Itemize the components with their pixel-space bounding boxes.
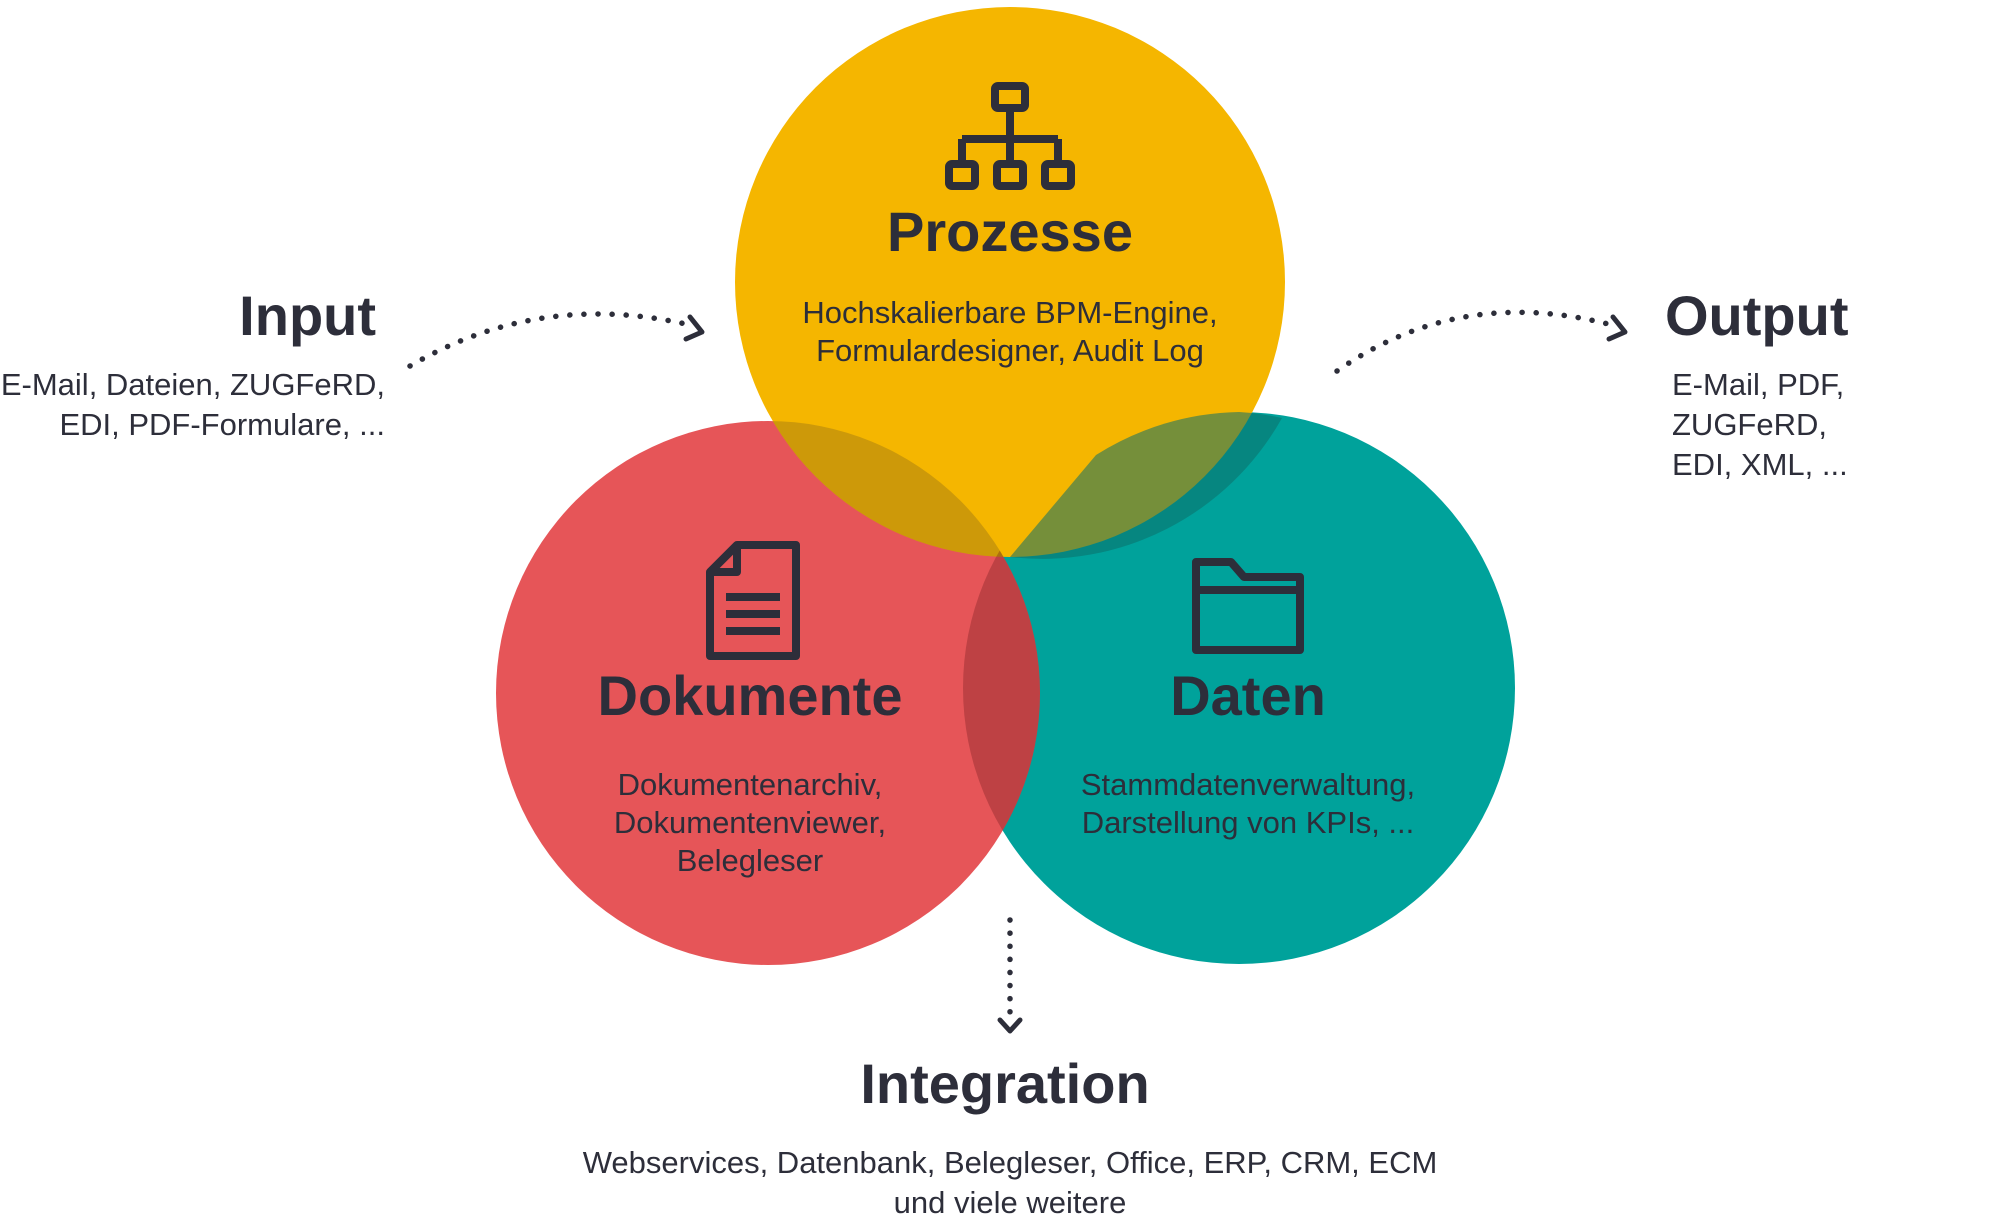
daten-line-1: Stammdatenverwaltung, — [1080, 767, 1416, 802]
prozesse-title: Prozesse — [887, 200, 1133, 263]
output-line-2: EDI, XML, ... — [1672, 447, 1848, 482]
dokumente-line-2: Dokumentenviewer, — [613, 805, 887, 840]
prozesse-line-1: Hochskalierbare BPM-Engine, — [802, 295, 1218, 330]
input-description: E-Mail, Dateien, ZUGFeRD, EDI, PDF-Formu… — [0, 365, 385, 445]
dokumente-circle — [496, 421, 1040, 965]
daten-line-2: Darstellung von KPIs, ... — [1081, 805, 1415, 840]
integration-description: Webservices, Datenbank, Belegleser, Offi… — [460, 1143, 1560, 1223]
daten-description: Stammdatenverwaltung, Darstellung von KP… — [1023, 766, 1473, 842]
output-description: E-Mail, PDF, ZUGFeRD, EDI, XML, ... — [1672, 365, 1992, 485]
folder-icon — [1192, 558, 1304, 654]
input-line-2: EDI, PDF-Formulare, ... — [59, 407, 385, 442]
output-arrow-head — [1606, 314, 1628, 342]
input-line-1: E-Mail, Dateien, ZUGFeRD, — [0, 367, 385, 402]
hierarchy-icon — [945, 82, 1075, 190]
output-title: Output — [1665, 284, 1849, 347]
input-title: Input — [239, 284, 376, 347]
integration-line-1: Webservices, Datenbank, Belegleser, Offi… — [582, 1145, 1438, 1180]
overlap-prozesse-daten-shadow — [1010, 412, 1282, 559]
document-icon — [706, 541, 800, 660]
dokumente-line-1: Dokumentenarchiv, — [617, 767, 883, 802]
dokumente-title: Dokumente — [597, 664, 903, 727]
prozesse-line-2: Formulardesigner, Audit Log — [816, 333, 1204, 368]
output-line-1: E-Mail, PDF, ZUGFeRD, — [1672, 367, 1845, 442]
integration-line-2: und viele weitere — [893, 1185, 1127, 1220]
input-arrow — [407, 311, 693, 369]
prozesse-description: Hochskalierbare BPM-Engine, Formulardesi… — [760, 294, 1260, 370]
daten-title: Daten — [1170, 664, 1326, 727]
prozesse-circle — [735, 7, 1285, 557]
integration-title: Integration — [860, 1052, 1150, 1115]
dokumente-description: Dokumentenarchiv, Dokumentenviewer, Bele… — [550, 766, 950, 880]
dokumente-line-3: Belegleser — [676, 843, 824, 878]
output-arrow — [1334, 309, 1615, 374]
input-arrow-head — [683, 314, 705, 342]
integration-arrow-head — [997, 1017, 1023, 1034]
